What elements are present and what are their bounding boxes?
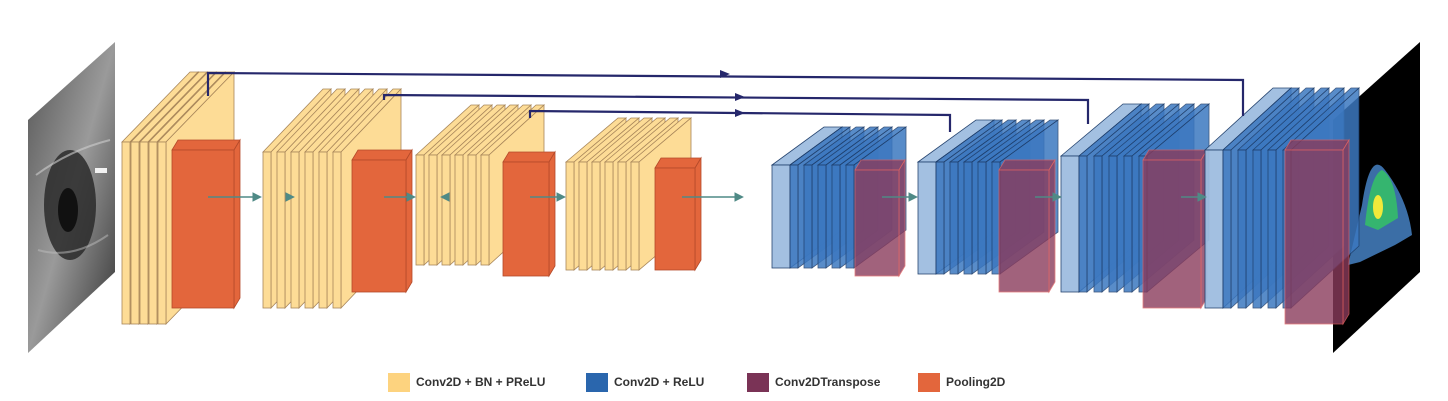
skip-connection-1: [206, 71, 1245, 116]
legend-swatch-conv-relu: [586, 372, 608, 392]
skip-arrowhead: [735, 109, 745, 117]
legend-swatch-conv-transpose: [747, 372, 769, 392]
decoder-4-transpose-layer: [1284, 138, 1350, 326]
legend: Conv2D + BN + PReLU Conv2D + ReLU Conv2D…: [0, 370, 1448, 394]
legend-label: Conv2D + BN + PReLU: [416, 375, 546, 389]
encoder-1-pooling-layer: [171, 138, 241, 310]
encoder-3-pooling-layer: [502, 150, 556, 278]
encoder-2-pooling-layer: [351, 148, 413, 294]
legend-label: Conv2DTranspose: [775, 375, 881, 389]
legend-label: Conv2D + ReLU: [614, 375, 705, 389]
legend-swatch-pooling: [918, 372, 940, 392]
legend-item-conv-bn-prelu: Conv2D + BN + PReLU: [388, 370, 545, 394]
network-blocks: [121, 71, 1361, 326]
skip-connections: [206, 70, 1245, 132]
legend-item-pooling: Pooling2D: [918, 370, 1005, 394]
decoder-2-transpose-layer: [998, 158, 1056, 294]
legend-item-conv-relu: Conv2D + ReLU: [586, 370, 704, 394]
skip-arrowhead: [735, 93, 745, 101]
encoder-4-pooling-layer: [654, 156, 702, 272]
skip-arrowhead: [720, 70, 730, 78]
decoder-1-transpose-layer: [854, 158, 906, 278]
legend-label: Pooling2D: [946, 375, 1006, 389]
input-eye-image: [28, 42, 115, 353]
legend-swatch-conv-bn-prelu: [388, 372, 410, 392]
decoder-3-transpose-layer: [1142, 148, 1208, 310]
legend-item-conv-transpose: Conv2DTranspose: [747, 370, 880, 394]
